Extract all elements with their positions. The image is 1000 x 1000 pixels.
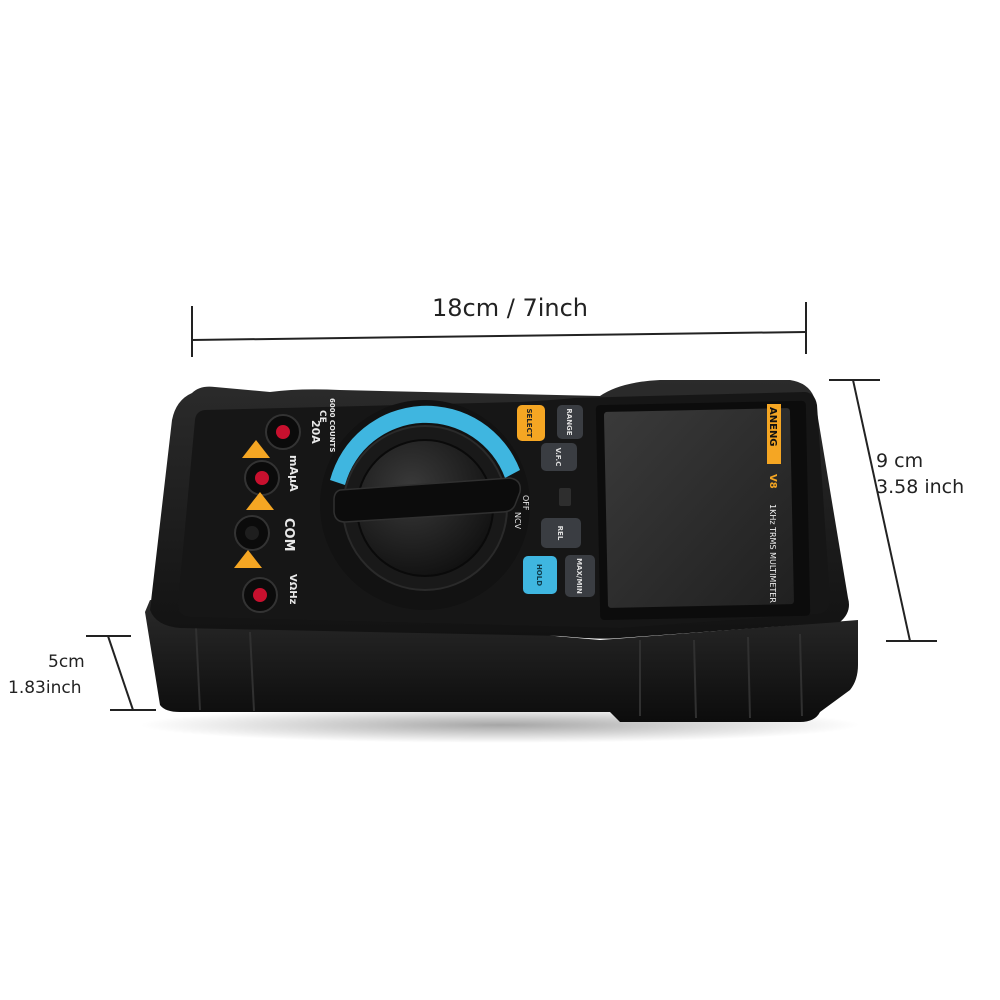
maxmin-button-label: MAX/MIN [575,558,583,594]
height-dimension-line [829,379,937,642]
warning-icon [234,440,274,568]
select-button-label: SELECT [525,409,533,438]
model-name: V8 [767,474,778,489]
terminal-v-ohm-hz[interactable] [242,577,278,613]
depth-dimension-cm: 5cm [48,652,85,672]
ce-mark: CE [317,410,327,423]
hold-button-label: HOLD [535,564,543,586]
dial-knob-handle[interactable] [333,477,522,523]
dial-ncv-label: NCV [513,512,522,530]
width-dimension-line [191,302,807,357]
terminal-vohmhz-label: VΩHz [287,574,298,605]
terminal-com[interactable] [234,515,270,551]
rotary-dial[interactable]: OFF NCV [320,400,530,610]
dial-off-label: OFF [521,495,530,511]
terminal-ma-ua-label: mAμA [287,455,300,492]
counts-label: 6000 COUNTS [328,398,336,452]
depth-dimension-line [86,635,156,711]
terminal-ma-ua[interactable] [244,460,280,496]
rel-button[interactable]: REL [541,518,581,548]
brand-logo: ANENG [767,407,778,447]
terminal-20a[interactable] [265,414,301,450]
select-button[interactable]: SELECT [517,405,545,441]
terminal-com-label: COM [281,518,296,552]
terminal-20a-label: 20A [309,420,322,444]
lcd-screen [595,400,811,621]
width-dimension-label: 18cm / 7inch [431,294,588,322]
vfc-button[interactable]: V.F.C [541,443,577,471]
dial-blue-arc [330,405,520,485]
brand-strip: ANENG V8 1KHz TRMS MULTIMETER [767,404,781,603]
rel-button-label: REL [556,526,564,541]
height-dimension-cm: 9 cm [876,450,924,472]
device-subtitle: 1KHz TRMS MULTIMETER [768,504,777,603]
hold-button[interactable]: HOLD [523,556,557,594]
range-button-label: RANGE [565,408,573,435]
range-button[interactable]: RANGE [557,405,583,439]
vfc-button-label: V.F.C [554,448,562,467]
indicator-light [559,488,571,506]
height-dimension-inch: 3.58 inch [876,476,965,498]
depth-dimension-inch: 1.83inch [8,678,82,698]
maxmin-button[interactable]: MAX/MIN [565,555,595,597]
